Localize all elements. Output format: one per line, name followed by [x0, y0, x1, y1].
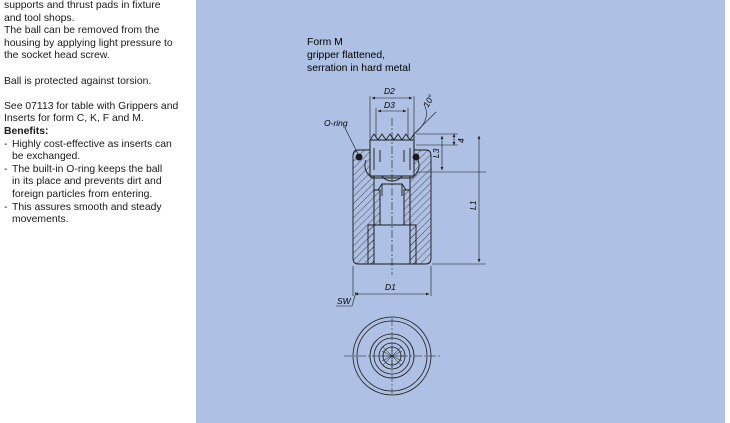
form-subtitle: gripper flattened,: [307, 50, 385, 61]
section-view: [352, 118, 432, 275]
torsion-note: Ball is protected against torsion.: [4, 75, 152, 87]
description-line: housing by applying light pressure to: [4, 37, 173, 49]
description-line: the socket head screw.: [4, 50, 110, 62]
dim-d1-label: D1: [385, 282, 396, 292]
benefit-item: -This assures smooth and steady movement…: [4, 202, 196, 227]
benefits-heading: Benefits:: [4, 125, 49, 137]
benefit-line: movements.: [12, 214, 69, 226]
description-line: supports and thrust pads in fixture: [4, 0, 161, 11]
description-line: and tool shops.: [4, 12, 75, 24]
see-reference-line: Inserts for form C, K, F and M.: [4, 113, 144, 125]
bullet-dash: -: [4, 138, 8, 150]
dim-4-label: 4: [456, 138, 466, 143]
benefit-line: foreign particles from entering.: [12, 188, 153, 200]
bullet-dash: -: [4, 201, 8, 213]
benefit-line: This assures smooth and steady: [12, 201, 162, 213]
dim-l1-label: L1: [468, 200, 478, 210]
benefit-item: -The built-in O-ring keeps the ball in i…: [4, 164, 196, 202]
technical-drawing-panel: Form M gripper flattened, serration in h…: [196, 0, 725, 423]
dim-d2-label: D2: [384, 86, 395, 96]
see-reference-line: See 07113 for table with Grippers and: [4, 100, 179, 112]
dimension-lines: [336, 96, 486, 307]
benefit-item: -Highly cost-effective as inserts can be…: [4, 139, 196, 164]
technical-drawing: Form M gripper flattened, serration in h…: [307, 37, 486, 396]
form-title: Form M: [307, 37, 343, 48]
dim-d3-label: D3: [384, 100, 395, 110]
o-ring-label: O-ring: [324, 118, 348, 128]
form-subtitle: serration in hard metal: [307, 63, 410, 74]
bullet-dash: -: [4, 163, 8, 175]
dim-l3-label: L3: [431, 148, 441, 158]
dim-angle-label: 10°: [421, 92, 436, 109]
benefit-line: Highly cost-effective as inserts can: [12, 138, 172, 150]
dim-sw-label: SW: [337, 296, 352, 306]
top-view: [344, 316, 440, 396]
description-column: supports and thrust pads in fixture and …: [0, 0, 196, 423]
benefit-line: in its place and prevents dirt and: [12, 176, 162, 188]
description-line: The ball can be removed from the: [4, 25, 160, 37]
benefit-line: be exchanged.: [12, 151, 81, 163]
benefit-line: The built-in O-ring keeps the ball: [12, 163, 163, 175]
